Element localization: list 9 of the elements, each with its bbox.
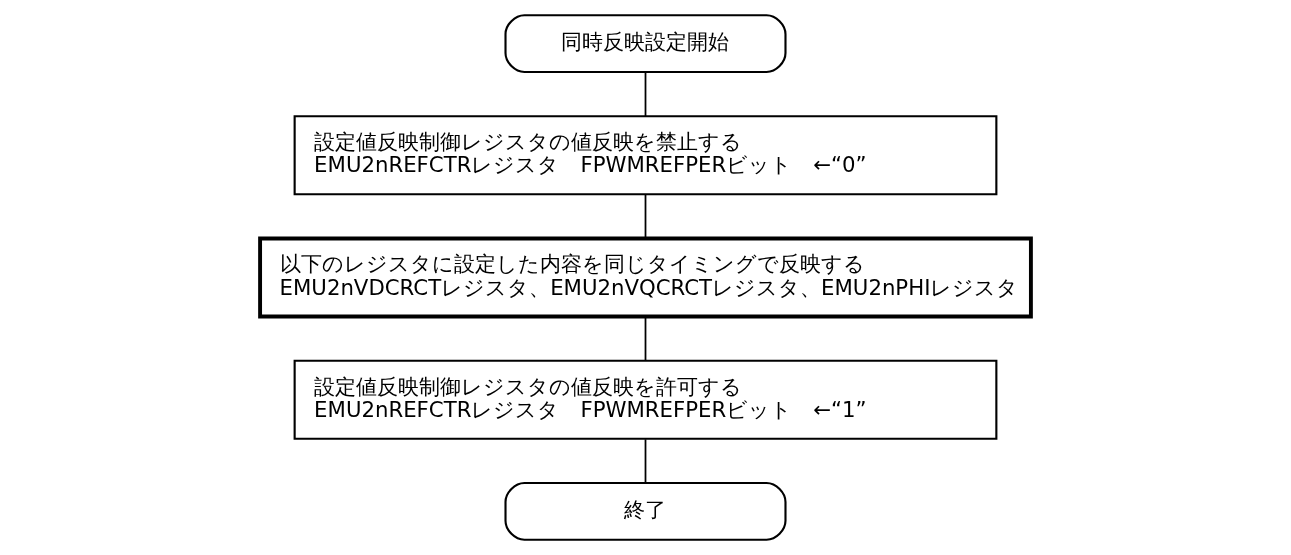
node-box: 以下のレジスタに設定した内容を同じタイミングで反映する EMU2nVDCRCTレジスタ、EMU2nVQCRCTレジスタ、EMU2nPHIレジスタ — [258, 236, 1033, 319]
connector — [644, 315, 647, 362]
node-box: 設定値反映制御レジスタの値反映を許可する EMU2nREFCTRレジスタ FPWMREFPERビット ←“1” — [293, 359, 998, 440]
node-box: 同時反映設定開始 — [504, 14, 787, 73]
node-box: 終了 — [504, 482, 787, 541]
connector — [644, 438, 647, 484]
connector — [644, 193, 647, 239]
node-box: 設定値反映制御レジスタの値反映を禁止する EMU2nREFCTRレジスタ FPWMREFPERビット ←“0” — [293, 115, 998, 196]
connector — [644, 71, 647, 117]
